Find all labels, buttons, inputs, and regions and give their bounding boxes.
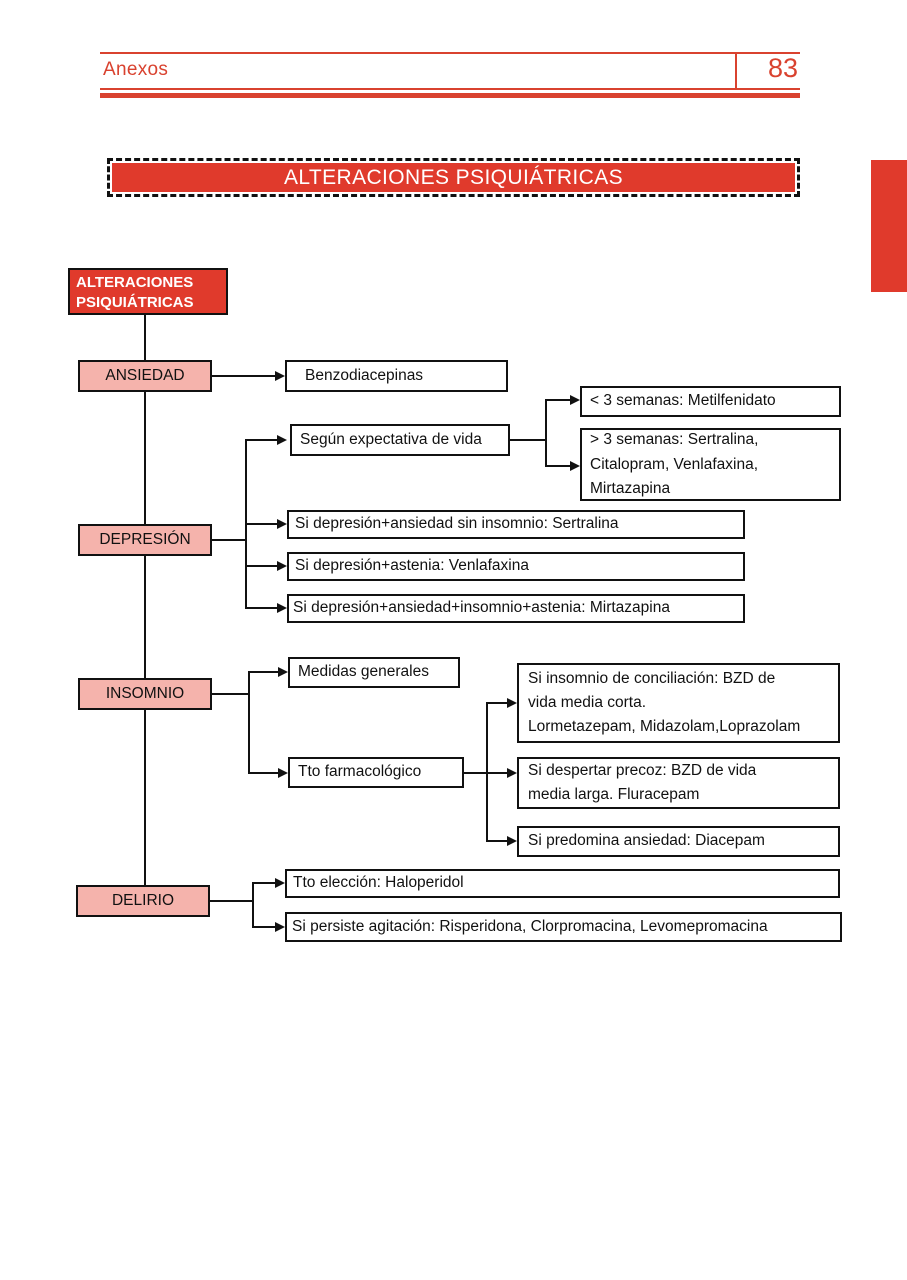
node-benzodiacepinas: Benzodiacepinas <box>285 360 508 392</box>
arrowhead-icon <box>570 394 580 405</box>
connector-line <box>486 840 508 842</box>
section-banner-title: ALTERACIONES PSIQUIÁTRICAS <box>112 163 795 192</box>
root-node: ALTERACIONES PSIQUIÁTRICAS <box>68 268 228 315</box>
connector-line <box>252 926 276 928</box>
connector-line <box>210 900 252 902</box>
page-number: 83 <box>767 53 798 83</box>
arrowhead-icon <box>277 434 287 445</box>
node-medidas-generales: Medidas generales <box>288 657 460 688</box>
section-banner: ALTERACIONES PSIQUIÁTRICAS <box>107 158 800 197</box>
node-tto-eleccion: Tto elección: Haloperidol <box>285 869 840 898</box>
header-vertical-rule <box>735 52 737 88</box>
connector-line <box>248 671 250 774</box>
arrowhead-icon <box>570 460 580 471</box>
arrowhead-icon <box>277 518 287 529</box>
trunk-connector <box>144 315 146 885</box>
connector-line <box>545 465 571 467</box>
arrowhead-icon <box>278 666 288 677</box>
node-mas-3-semanas: > 3 semanas: Sertralina, Citalopram, Ven… <box>580 428 841 501</box>
node-depresion-mirtazapina: Si depresión+ansiedad+insomnio+astenia: … <box>287 594 745 623</box>
connector-line <box>486 702 508 704</box>
connector-line <box>248 671 279 673</box>
connector-line <box>212 693 248 695</box>
arrowhead-icon <box>507 835 517 846</box>
arrowhead-icon <box>507 697 517 708</box>
category-delirio: DELIRIO <box>76 885 210 917</box>
node-persiste-agitacion: Si persiste agitación: Risperidona, Clor… <box>285 912 842 942</box>
category-insomnio: INSOMNIO <box>78 678 212 710</box>
node-predomina-ansiedad: Si predomina ansiedad: Diacepam <box>517 826 840 857</box>
connector-line <box>252 882 276 884</box>
category-ansiedad: ANSIEDAD <box>78 360 212 392</box>
header-mid-rule <box>100 88 800 90</box>
connector-line <box>245 439 278 441</box>
node-tto-farmacologico: Tto farmacológico <box>288 757 464 788</box>
connector-line <box>245 523 278 525</box>
connector-line <box>252 882 254 927</box>
header-thick-rule <box>100 93 800 98</box>
connector-line <box>545 399 571 401</box>
connector-line <box>245 565 278 567</box>
arrowhead-icon <box>277 602 287 613</box>
header-top-rule <box>100 52 800 54</box>
connector-line <box>212 375 276 377</box>
connector-line <box>545 399 547 467</box>
node-depresion-venlafaxina: Si depresión+astenia: Venlafaxina <box>287 552 745 581</box>
node-despertar-precoz: Si despertar precoz: BZD de vida media l… <box>517 757 840 809</box>
arrowhead-icon <box>275 370 285 381</box>
arrowhead-icon <box>277 560 287 571</box>
arrowhead-icon <box>507 767 517 778</box>
arrowhead-icon <box>275 921 285 932</box>
connector-line <box>245 607 278 609</box>
connector-line <box>486 772 508 774</box>
node-segun-expectativa: Según expectativa de vida <box>290 424 510 456</box>
arrowhead-icon <box>278 767 288 778</box>
node-insomnio-conciliacion: Si insomnio de conciliación: BZD de vida… <box>517 663 840 743</box>
arrowhead-icon <box>275 877 285 888</box>
category-depresion: DEPRESIÓN <box>78 524 212 556</box>
connector-line <box>464 772 486 774</box>
connector-line <box>212 539 245 541</box>
connector-line <box>510 439 546 441</box>
connector-line <box>248 772 279 774</box>
node-menos-3-semanas: < 3 semanas: Metilfenidato <box>580 386 841 417</box>
chapter-side-tab <box>871 160 907 292</box>
header-section-label: Anexos <box>103 59 169 80</box>
node-depresion-sertralina: Si depresión+ansiedad sin insomnio: Sert… <box>287 510 745 539</box>
